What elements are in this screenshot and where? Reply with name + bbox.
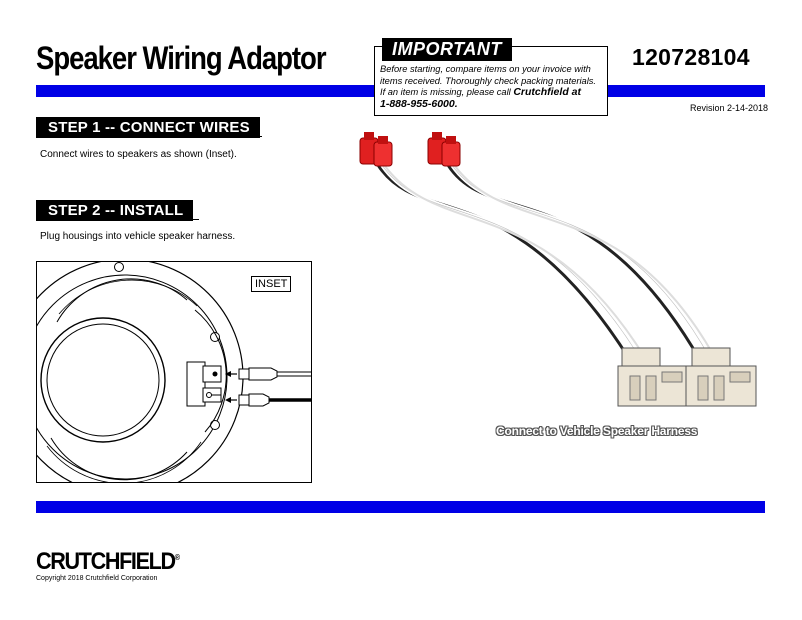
- step-2-rule: [36, 219, 199, 220]
- important-phone-label: Crutchfield at: [513, 86, 581, 99]
- top-accent-bar-left: [36, 85, 374, 97]
- page-title: Speaker Wiring Adaptor: [36, 40, 327, 76]
- step-2-heading: STEP 2 -- INSTALL: [36, 200, 194, 221]
- bottom-accent-bar: [36, 501, 765, 513]
- red-connector-left: [359, 132, 393, 167]
- part-number: 120728104: [632, 44, 750, 70]
- step-2-text: Plug housings into vehicle speaker harne…: [40, 231, 236, 242]
- important-line-4: 1-888-955-6000.: [380, 97, 604, 111]
- step-1-heading: STEP 1 -- CONNECT WIRES: [36, 117, 260, 138]
- logo-text: CRUTCHFIELD: [36, 548, 176, 575]
- copyright-text: Copyright 2018 Crutchfield Corporation: [36, 575, 158, 582]
- trademark-symbol: ®: [174, 553, 181, 562]
- step-1-rule: [36, 136, 262, 137]
- important-line-3-prefix: If an item is missing, please call: [380, 87, 514, 98]
- revision-date: Revision 2-14-2018: [690, 103, 769, 113]
- harness-housing-left: [617, 347, 689, 407]
- important-line-1: Before starting, compare items on your i…: [380, 64, 591, 74]
- harness-caption: Connect to Vehicle Speaker Harness: [496, 424, 698, 438]
- step-1-text: Connect wires to speakers as shown (Inse…: [40, 149, 237, 160]
- speaker-wiring-diagram: [37, 262, 311, 482]
- important-tag: IMPORTANT: [382, 38, 512, 61]
- top-accent-bar-right: [606, 85, 765, 97]
- harness-housing-right: [685, 347, 757, 407]
- important-line-3: If an item is missing, please call Crutc…: [380, 86, 604, 99]
- inset-label: INSET: [251, 276, 292, 292]
- red-connector-right: [427, 132, 461, 167]
- harness-illustration: [359, 132, 757, 407]
- crutchfield-logo: CRUTCHFIELD®: [36, 548, 180, 576]
- important-text: Before starting, compare items on your i…: [380, 64, 604, 110]
- important-line-2: items received. Thoroughly check packing…: [380, 75, 596, 86]
- inset-illustration: [36, 261, 312, 483]
- important-phone-number: 1-888-955-6000.: [380, 97, 458, 110]
